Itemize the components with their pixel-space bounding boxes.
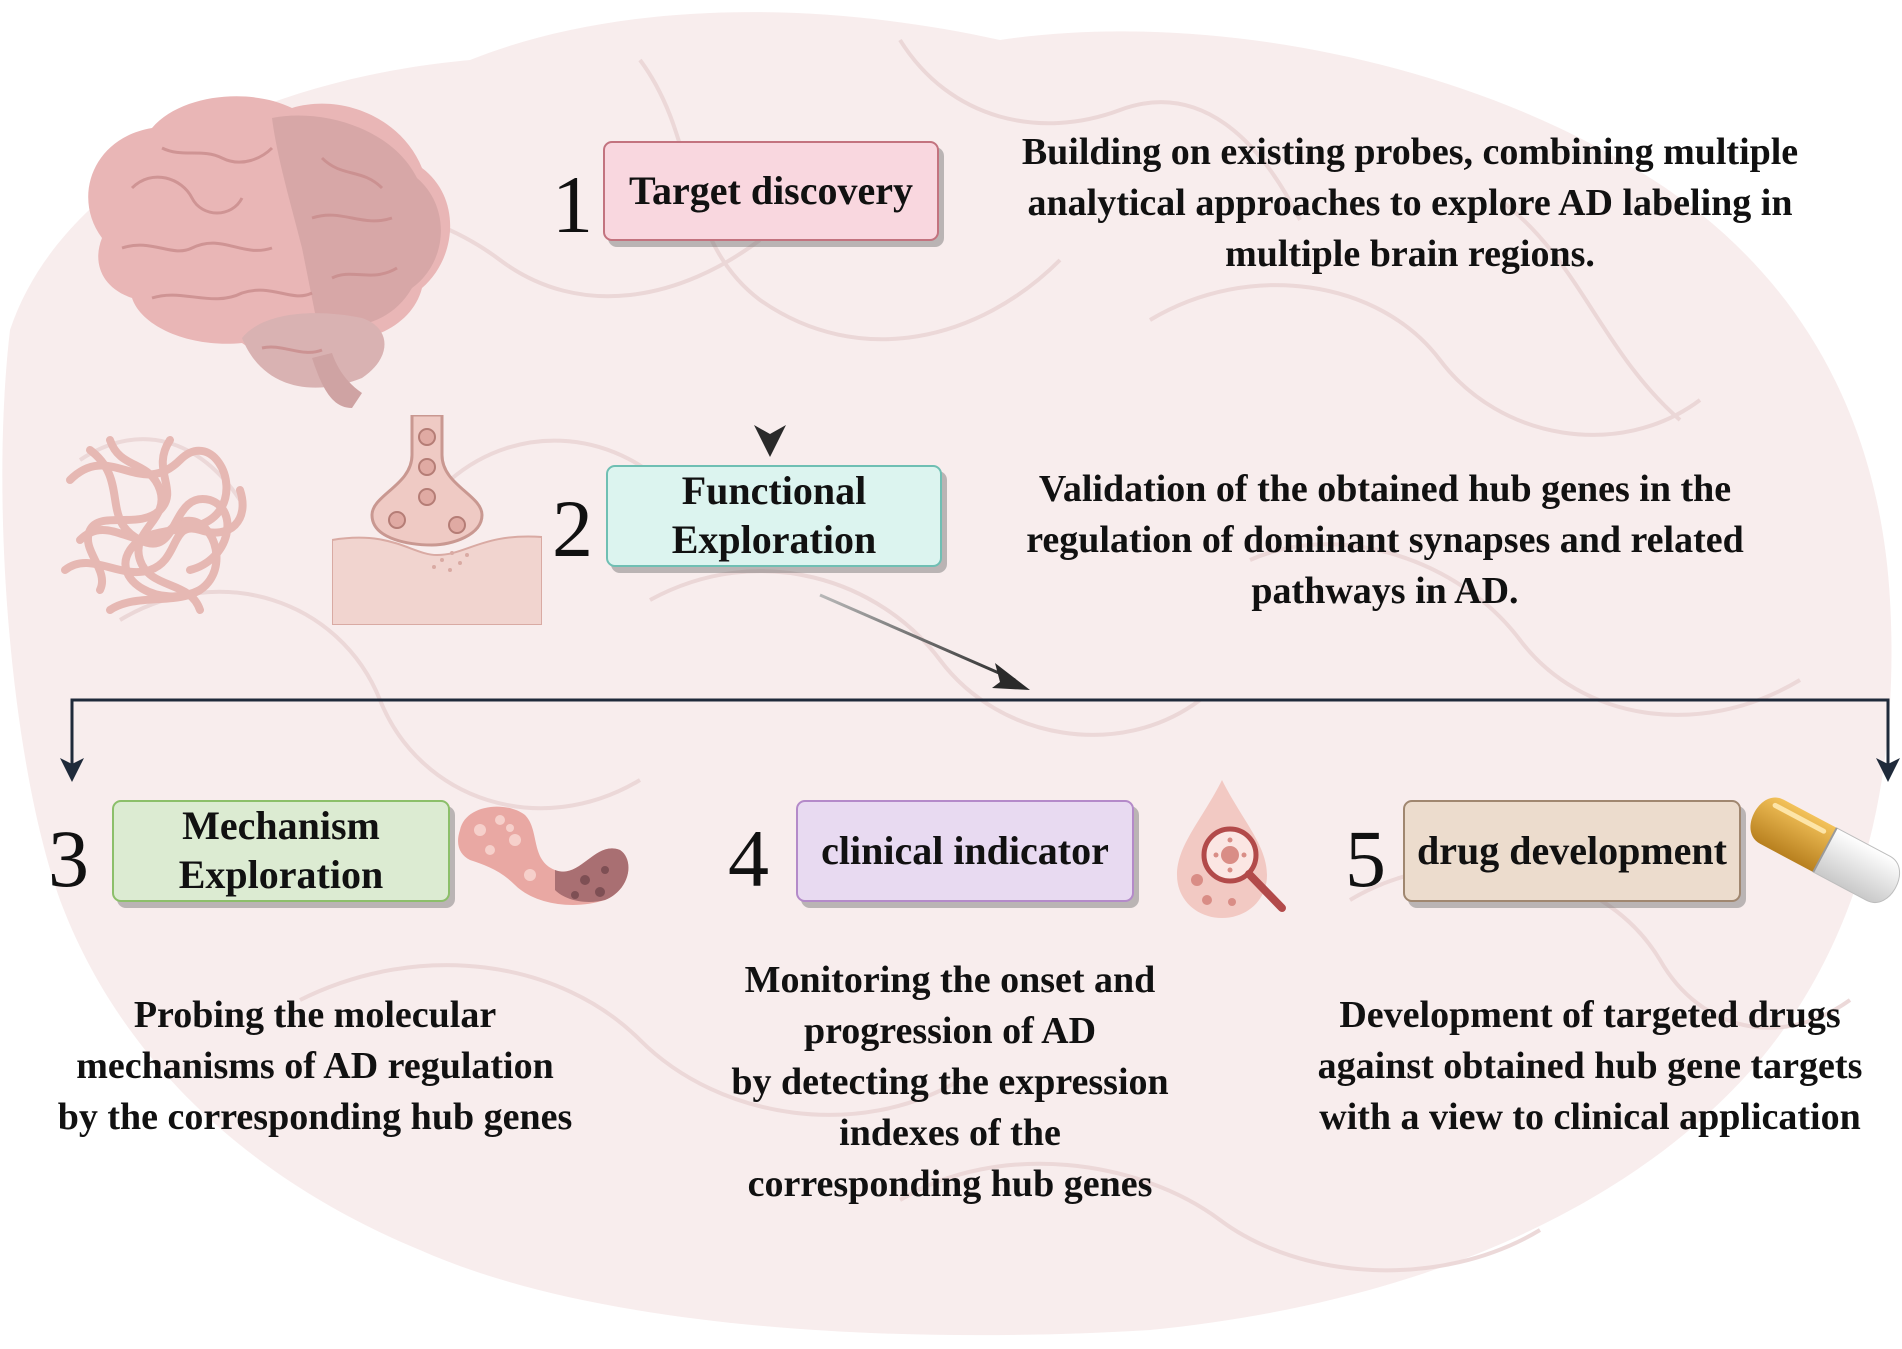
step-box-clinical-indicator: clinical indicator [796,800,1134,902]
arrow-2-to-branch [819,593,1030,690]
capsule-pill-icon [1750,797,1900,904]
blood-drop-magnifier-icon [1177,780,1286,918]
step-box-functional-exploration: Functional Exploration [606,465,942,567]
step-description-4: Monitoring the onset and progression of … [731,959,1169,1205]
step-label-5: drug development [1417,827,1727,873]
step-number-2: 2 [552,483,593,574]
step-description-2: Validation of the obtained hub genes in … [1026,468,1744,612]
fiber-tangle-icon [61,436,247,614]
step-label-1: Target discovery [628,167,914,213]
branch-arrowhead-left [60,758,84,782]
step-description-3: Probing the molecular mechanisms of AD r… [57,994,573,1138]
step-description-1: Building on existing probes, combining m… [1021,131,1799,275]
step-number-3: 3 [48,813,89,904]
branch-arrowhead-right [1876,758,1900,782]
arrow-1-to-2 [754,270,786,457]
branch-bracket [70,698,1890,775]
step-box-drug-development: drug development [1403,800,1741,902]
step-label-4: clinical indicator [821,827,1109,873]
step-number-5: 5 [1345,813,1386,904]
synapse-icon [332,415,542,625]
step-number-1: 1 [552,159,593,250]
step-description-5: Development of targeted drugs against ob… [1317,994,1863,1138]
step-box-mechanism-exploration: Mechanism Exploration [112,800,450,902]
step-box-target-discovery: Target discovery [603,141,939,241]
step-label-3: Mechanism Exploration [178,803,384,897]
step-number-4: 4 [728,813,769,904]
step-label-2: Functional Exploration [671,468,877,562]
brain-icon [88,96,451,408]
protein-structure-icon [458,806,629,905]
